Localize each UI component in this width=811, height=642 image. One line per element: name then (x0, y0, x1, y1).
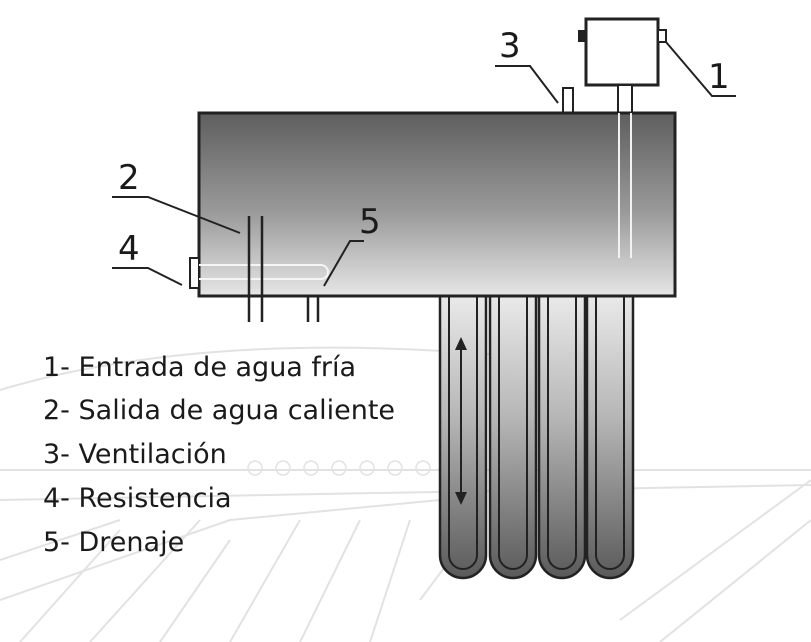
legend-item-5: 5- Drenaje (43, 527, 184, 558)
cold-water-inlet-box (578, 17, 667, 116)
callout-3: 3 (499, 26, 521, 66)
convection-flow-arrow (455, 337, 467, 505)
storage-tank (197, 111, 677, 298)
inlet-pipe (618, 113, 632, 258)
legend: 1- Entrada de agua fría 2- Salida de agu… (43, 352, 395, 558)
heating-element (189, 257, 329, 289)
leader-lines (112, 41, 736, 287)
background-frame-pattern (0, 346, 811, 642)
legend-item-2: 2- Salida de agua caliente (43, 395, 395, 426)
drain-pipe (306, 296, 320, 322)
legend-item-1: 1- Entrada de agua fría (43, 352, 356, 383)
evacuated-tubes (438, 288, 635, 580)
callout-2: 2 (118, 158, 140, 198)
legend-item-4: 4- Resistencia (43, 483, 232, 514)
callout-5: 5 (359, 202, 381, 242)
callout-4: 4 (118, 229, 140, 269)
vent-pipe (562, 87, 574, 115)
legend-item-3: 3- Ventilación (43, 439, 227, 470)
callout-1: 1 (708, 57, 730, 97)
hot-water-outlet-pipe (247, 216, 264, 322)
